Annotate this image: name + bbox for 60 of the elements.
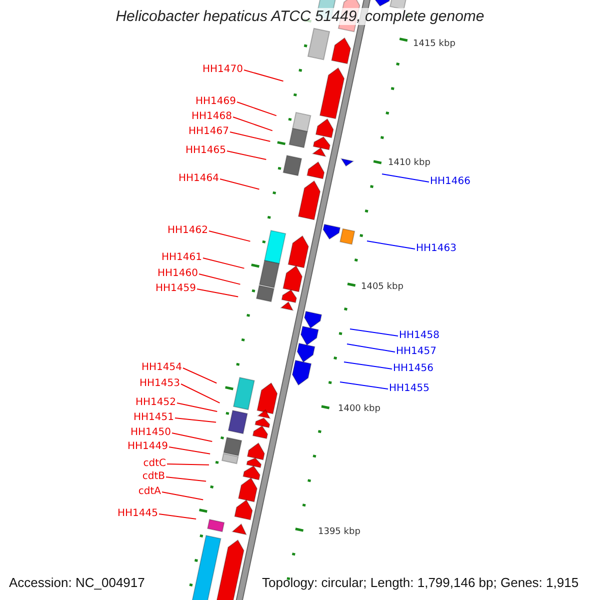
- leader-line: [220, 178, 260, 190]
- leader-line: [226, 150, 267, 160]
- leader-line: [346, 344, 396, 352]
- leader-line: [208, 230, 251, 242]
- gene-label: HH1467: [188, 126, 229, 138]
- gene-label: HH1452: [136, 397, 176, 409]
- leader-line: [236, 102, 277, 116]
- leader-line: [180, 384, 220, 404]
- leader-line: [340, 382, 388, 390]
- gene-label: cdtC: [143, 458, 166, 470]
- leader-line: [344, 362, 392, 370]
- gene-label: HH1456: [393, 363, 434, 375]
- leader-line: [166, 476, 207, 482]
- leader-line: [244, 70, 284, 82]
- leader-line: [172, 432, 213, 442]
- leader-line: [182, 368, 218, 384]
- gene-label: HH1469: [196, 96, 236, 108]
- leader-line: [350, 328, 398, 336]
- leader-line: [166, 464, 210, 466]
- title: Helicobacter hepaticus ATCC 51449, complete genome: [114, 8, 486, 25]
- gene-label: cdtB: [142, 471, 165, 483]
- gene-label: HH1455: [389, 383, 430, 395]
- accession-text: Accession: NC_004917: [9, 575, 145, 590]
- leader-line: [230, 132, 271, 142]
- leader-line: [174, 418, 217, 423]
- gene-label: HH1459: [156, 283, 196, 295]
- leader-line: [162, 492, 204, 500]
- leader-line: [198, 274, 241, 285]
- gene-label: cdtA: [138, 486, 161, 498]
- gene-label: HH1468: [192, 111, 232, 123]
- scale-label: 1410 kbp: [388, 158, 430, 169]
- leader-line: [382, 174, 430, 182]
- gene-label: HH1453: [140, 378, 180, 390]
- gene-label: HH1461: [162, 252, 202, 264]
- gene-label: HH1460: [158, 268, 198, 280]
- gene-label: HH1465: [186, 145, 226, 157]
- leader-line: [366, 240, 416, 250]
- gene-label: HH1458: [399, 330, 440, 342]
- gene-label: HH1464: [178, 173, 219, 185]
- leader-line: [196, 288, 239, 298]
- gene-label: HH1470: [202, 64, 243, 76]
- gene-label: HH1466: [430, 176, 470, 188]
- gene-label: HH1462: [168, 225, 208, 237]
- leader-line: [176, 402, 218, 412]
- leader-line: [168, 446, 211, 454]
- scale-label: 1415 kbp: [413, 39, 456, 50]
- gene-label: HH1445: [118, 508, 158, 520]
- scale-label: 1395 kbp: [318, 527, 360, 538]
- genome-info-text: Topology: circular; Length: 1,799,146 bp; Genes: 1,915: [262, 575, 579, 590]
- gene-label: HH1450: [130, 427, 171, 439]
- leader-line: [158, 514, 197, 520]
- gene-label: HH1451: [134, 412, 174, 424]
- gene-label: HH1457: [396, 346, 436, 358]
- gene-label: HH1449: [128, 441, 168, 453]
- scale-label: 1405 kbp: [361, 282, 404, 293]
- leader-line: [232, 116, 273, 132]
- leader-line: [202, 258, 245, 269]
- gene-label: HH1454: [142, 362, 182, 374]
- scale-label: 1400 kbp: [338, 404, 380, 415]
- gene-label: HH1463: [416, 243, 456, 255]
